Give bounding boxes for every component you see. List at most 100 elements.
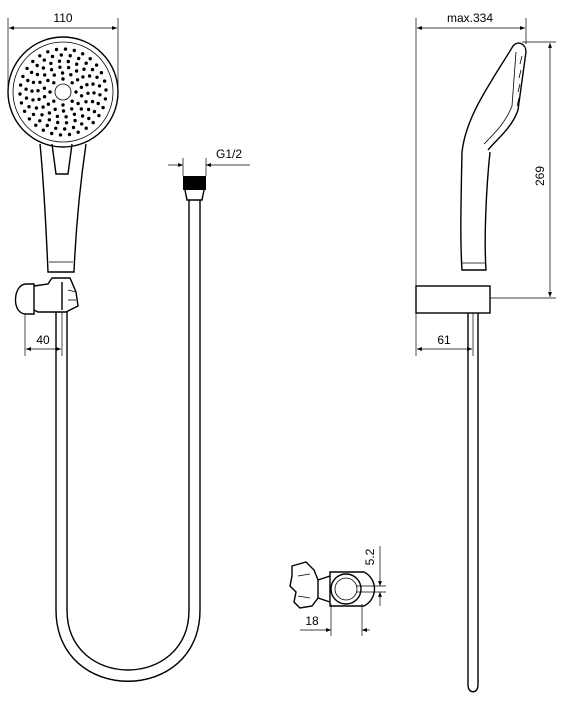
nozzle-dot xyxy=(91,120,95,125)
nozzle-dot xyxy=(36,89,40,93)
nozzle-dot xyxy=(24,96,29,100)
nozzle-dot xyxy=(49,61,53,66)
nozzle-dot xyxy=(70,99,74,103)
head-width-label: 110 xyxy=(53,11,72,25)
nozzle-dot xyxy=(61,109,66,113)
nozzle-dot xyxy=(79,107,84,111)
nozzle-dot xyxy=(81,75,85,79)
nozzle-dot xyxy=(59,53,63,57)
nozzle-dot xyxy=(74,69,79,73)
nozzle-dot xyxy=(66,65,71,70)
nozzle-dot xyxy=(104,88,108,92)
nozzle-dot xyxy=(45,123,49,128)
thread-label: G1/2 xyxy=(216,147,242,161)
nozzle-dot xyxy=(43,73,47,77)
nozzle-dot xyxy=(63,47,68,51)
nozzle-dot xyxy=(41,105,45,109)
nozzle-dot xyxy=(68,54,72,58)
nozzle-dot xyxy=(48,90,52,94)
nozzle-dot xyxy=(27,117,32,121)
nozzle-dot xyxy=(71,125,76,130)
nozzle-dot xyxy=(46,102,51,106)
nozzle-dot xyxy=(22,109,27,114)
nozzle-dot xyxy=(46,78,50,83)
nozzle-dot xyxy=(91,82,95,86)
bracket-detail xyxy=(289,561,376,609)
nozzle-dot xyxy=(75,78,80,82)
wall-holder-side xyxy=(415,285,491,314)
height-label: 269 xyxy=(533,166,547,186)
nozzle-dot xyxy=(31,98,35,102)
nozzle-dot xyxy=(26,78,30,83)
nozzle-dot xyxy=(76,101,80,106)
nozzle-dot xyxy=(21,74,25,79)
nozzle-dot xyxy=(92,109,97,114)
nozzle-dot xyxy=(31,112,36,117)
nozzle-dot xyxy=(102,79,107,83)
nozzle-dot xyxy=(54,47,59,52)
bracket-offset-label: 5.2 xyxy=(363,548,377,565)
nozzle-dot xyxy=(29,70,34,75)
nozzle-dot xyxy=(27,105,31,109)
handle-side xyxy=(460,151,491,271)
nozzle-dot xyxy=(50,131,54,136)
bracket-diameter-label: 18 xyxy=(305,614,319,628)
nozzle-dot xyxy=(42,58,46,62)
nozzle-dot xyxy=(38,54,42,58)
nozzle-dot xyxy=(61,103,65,107)
dimension-max-length: max.334 xyxy=(415,11,527,286)
nozzle-dot xyxy=(52,99,56,103)
nozzle-dot xyxy=(46,50,50,54)
nozzle-dot xyxy=(73,118,77,123)
nozzle-dot xyxy=(47,111,52,115)
nozzle-dot xyxy=(52,81,56,85)
nozzle-dot xyxy=(24,87,28,91)
nozzle-dot xyxy=(80,122,84,126)
nozzle-dot xyxy=(103,97,108,101)
nozzle-dot xyxy=(88,57,92,61)
hose xyxy=(55,200,201,682)
front-view xyxy=(7,36,206,682)
nozzle-dot xyxy=(97,84,102,88)
dimension-depth: 61 xyxy=(415,313,474,356)
dimension-holder-offset: 40 xyxy=(24,312,63,356)
nozzle-dot xyxy=(72,112,77,117)
nozzle-dot xyxy=(87,74,92,78)
nozzle-dot xyxy=(35,63,39,68)
nozzle-dot xyxy=(47,118,51,122)
nozzle-dot xyxy=(42,95,47,99)
nozzle-dot xyxy=(90,67,95,72)
dimension-height: 269 xyxy=(490,41,556,299)
nozzle-dot xyxy=(49,68,54,72)
dimension-bracket-offset: 5.2 xyxy=(356,546,386,606)
nozzle-dot xyxy=(98,93,102,97)
nozzle-dot xyxy=(52,73,56,77)
nozzle-dot xyxy=(99,71,104,75)
nozzle-dot xyxy=(95,75,99,80)
nozzle-dot xyxy=(58,65,62,69)
nozzle-dot xyxy=(69,73,73,77)
nozzle-dot xyxy=(30,89,34,93)
nozzle-dot xyxy=(80,114,85,118)
nozzle-dot xyxy=(58,133,63,137)
hose-connector xyxy=(183,176,206,201)
nozzle-dot xyxy=(75,62,79,66)
nozzle-dot xyxy=(64,121,69,125)
nozzle-dot xyxy=(41,128,45,132)
nozzle-dot xyxy=(74,90,78,94)
nozzle-dot xyxy=(84,126,88,130)
nozzle-dot xyxy=(79,85,84,90)
nozzle-dot xyxy=(62,127,67,131)
shower-head-front xyxy=(7,36,119,148)
nozzle-dot xyxy=(54,126,58,130)
nozzle-dot xyxy=(40,113,44,117)
handle-front xyxy=(39,143,87,273)
dimension-thread: G1/2 xyxy=(168,147,250,176)
nozzle-dot xyxy=(92,91,96,95)
nozzle-dot xyxy=(96,101,100,106)
nozzle-dot xyxy=(18,83,23,87)
hose-side xyxy=(467,313,479,693)
max-length-label: max.334 xyxy=(447,11,493,25)
nozzle-dot xyxy=(84,100,88,104)
nozzle-dot xyxy=(34,106,39,110)
